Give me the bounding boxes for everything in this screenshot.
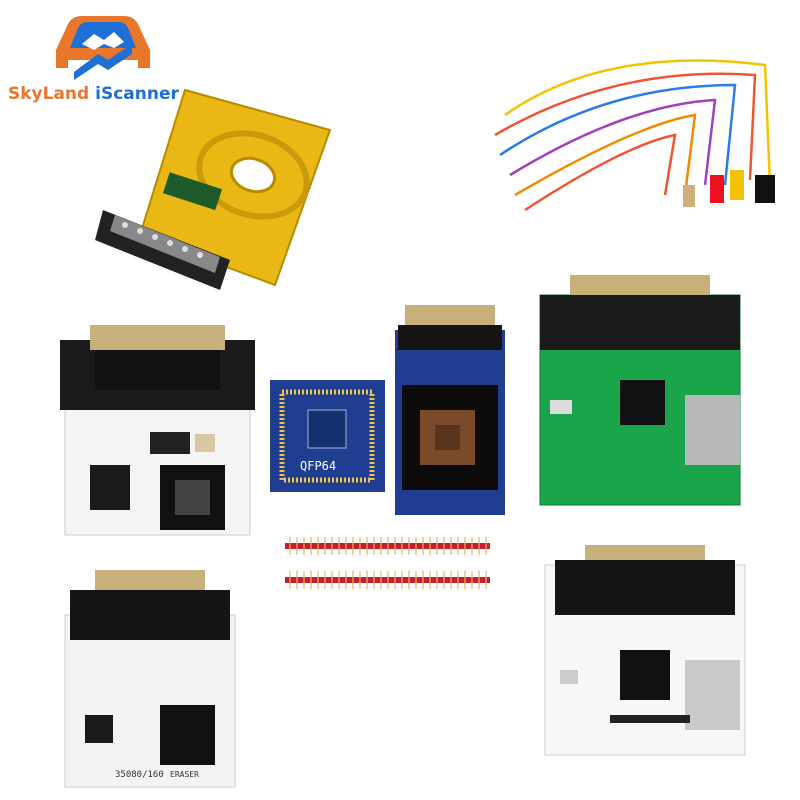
green-mcu-board: [535, 270, 745, 510]
brand-name-part1: SkyLand: [8, 84, 90, 104]
white-board-label2: ERASER: [170, 770, 199, 779]
yellow-coil-adapter: [95, 85, 335, 300]
pin-header-strips: [285, 535, 490, 593]
qfp64-adapter-board: QFP64: [270, 380, 385, 492]
qfp-label: QFP64: [300, 459, 336, 473]
jumper-cable-set: [485, 35, 785, 235]
plcc-adapter-board: [390, 300, 510, 518]
white-eraser-board: 35080/160 ERASER: [60, 565, 240, 790]
white-board-label: 35080/160: [115, 770, 164, 780]
brand-logo: [48, 10, 158, 82]
white-sd-board: [540, 540, 750, 760]
white-soic-adapter-board: [60, 320, 255, 540]
car-handshake-icon: [56, 16, 150, 80]
brand-name-part2: iScanner: [95, 84, 179, 104]
brand-name: SkyLand iScanner: [8, 84, 179, 104]
